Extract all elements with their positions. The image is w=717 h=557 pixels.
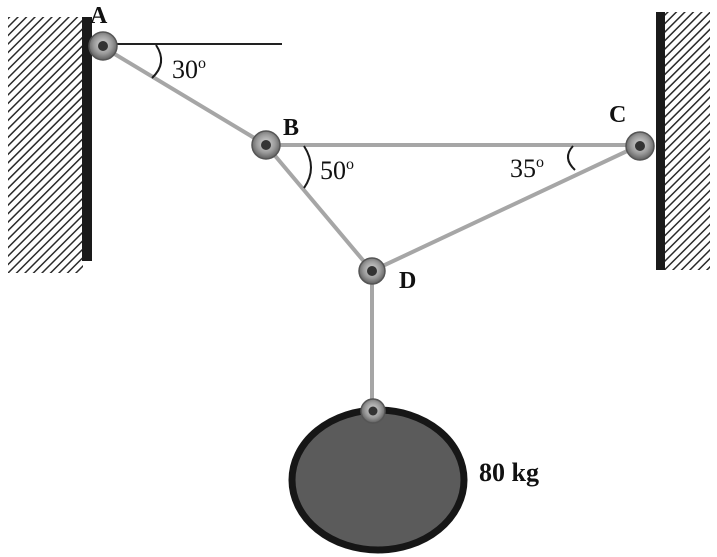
right-wall-face [656, 12, 665, 270]
ropes [101, 45, 642, 410]
weight-body [288, 406, 468, 554]
left-wall [8, 17, 92, 273]
rope-cd [370, 143, 642, 273]
label-d: D [399, 268, 416, 294]
rope-bd [264, 143, 374, 273]
right-wall-hatch [658, 12, 710, 270]
label-a: A [90, 3, 108, 29]
ring-b [251, 130, 281, 160]
angle-b-unit: o [346, 156, 354, 173]
label-b: B [283, 115, 299, 141]
angle-c-unit: o [536, 154, 544, 171]
angle-a-value: 30 [172, 55, 198, 84]
angle-a-unit: o [198, 55, 206, 72]
left-wall-face [82, 17, 92, 261]
right-wall [656, 12, 710, 270]
angle-arc-c [567, 145, 576, 171]
angle-arc-a [151, 44, 163, 79]
angle-label-a: 30o [172, 55, 206, 84]
left-wall-hatch [8, 17, 83, 273]
angle-b-value: 50 [320, 156, 346, 185]
ring-d [358, 257, 386, 285]
angle-label-c: 35o [510, 154, 544, 183]
ring-c [625, 131, 655, 161]
angle-c-value: 35 [510, 154, 536, 183]
mass-label: 80 kg [479, 458, 539, 487]
ring-a [88, 31, 118, 61]
rope-ab [101, 45, 268, 147]
ring-weight [360, 398, 386, 424]
angle-label-b: 50o [320, 156, 354, 185]
label-c: C [609, 102, 626, 128]
angle-arc-b [303, 145, 312, 189]
